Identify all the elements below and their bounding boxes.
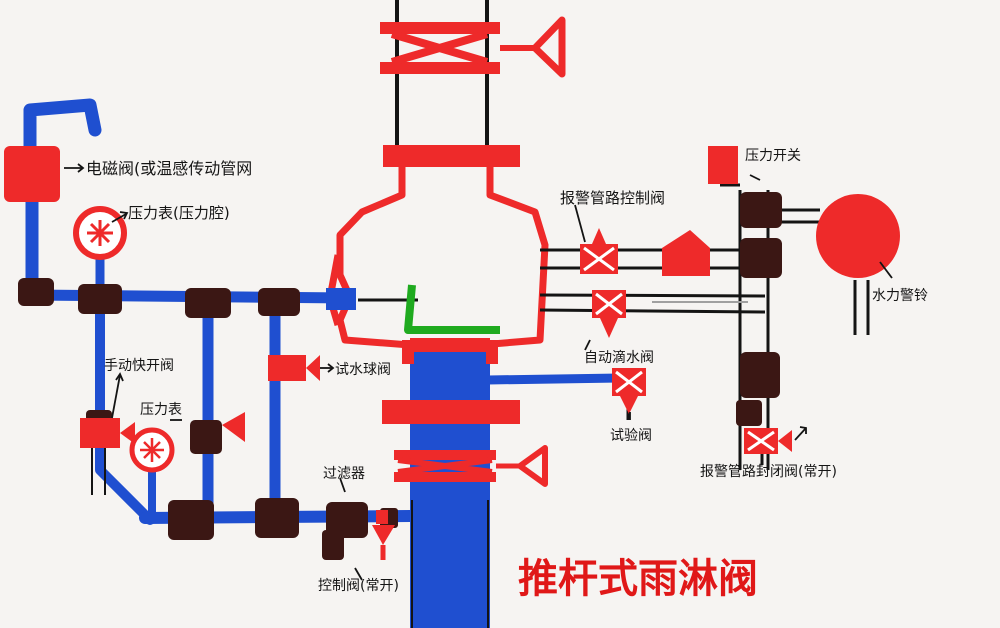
alarm-outlet-pipe xyxy=(483,373,625,385)
clapper-latch xyxy=(404,284,500,334)
left-vertical-pipe xyxy=(95,295,155,525)
mid-branch-valve xyxy=(222,412,245,442)
label-solenoid-valve: 电磁阀(或温感传动管网 xyxy=(86,159,252,178)
solenoid-valve xyxy=(4,146,60,202)
auto-drain-valve xyxy=(592,290,626,338)
label-filter: 过滤器 xyxy=(323,466,365,482)
label-water-motor-gong: 水力警铃 xyxy=(872,288,928,304)
label-control-valve: 控制阀(常开) xyxy=(318,578,399,594)
label-manual-open-valve: 手动快开阀 xyxy=(104,358,174,374)
alarm-line-control-valve xyxy=(580,228,618,274)
alarm-line-shutoff-valve xyxy=(744,428,792,454)
control-valve xyxy=(372,510,395,560)
label-alarm-line-control-valve: 报警管路控制阀 xyxy=(560,189,665,207)
diagram-title: 推杆式雨淋阀 xyxy=(518,556,758,602)
pressure-switch xyxy=(708,146,738,184)
label-pressure-gauge-lower: 压力表 xyxy=(140,402,182,418)
upper-riser xyxy=(380,0,566,167)
water-test-ball-valve xyxy=(268,355,320,381)
valve-body xyxy=(326,167,549,628)
solenoid-supply-pipe xyxy=(23,98,102,167)
label-water-test-ball-valve: 试水球阀 xyxy=(335,362,391,378)
label-pressure-gauge-upper: 压力表(压力腔) xyxy=(128,204,230,222)
label-pressure-switch: 压力开关 xyxy=(745,148,801,164)
alarm-line-check xyxy=(662,230,710,276)
pressure-gauge-lower xyxy=(129,427,175,473)
bottom-valve-handwheel xyxy=(517,445,548,487)
test-valve xyxy=(612,368,646,414)
water-motor-gong xyxy=(816,194,900,278)
manual-open-valve xyxy=(80,418,135,495)
label-auto-drain-valve: 自动滴水阀 xyxy=(584,349,654,366)
callout-arrows xyxy=(64,163,893,581)
pressure-gauge-upper xyxy=(73,206,127,260)
label-test-valve: 试验阀 xyxy=(610,428,652,444)
pipe-fittings xyxy=(18,192,782,560)
alarm-lines xyxy=(539,183,870,470)
diagram-labels: 电磁阀(或温感传动管网 压力表(压力腔) 手动快开阀 压力表 试水球阀 过滤器 … xyxy=(86,148,928,602)
top-valve-handwheel xyxy=(531,16,566,78)
label-alarm-line-shutoff-valve: 报警管路封闭阀(常开) xyxy=(700,464,837,480)
